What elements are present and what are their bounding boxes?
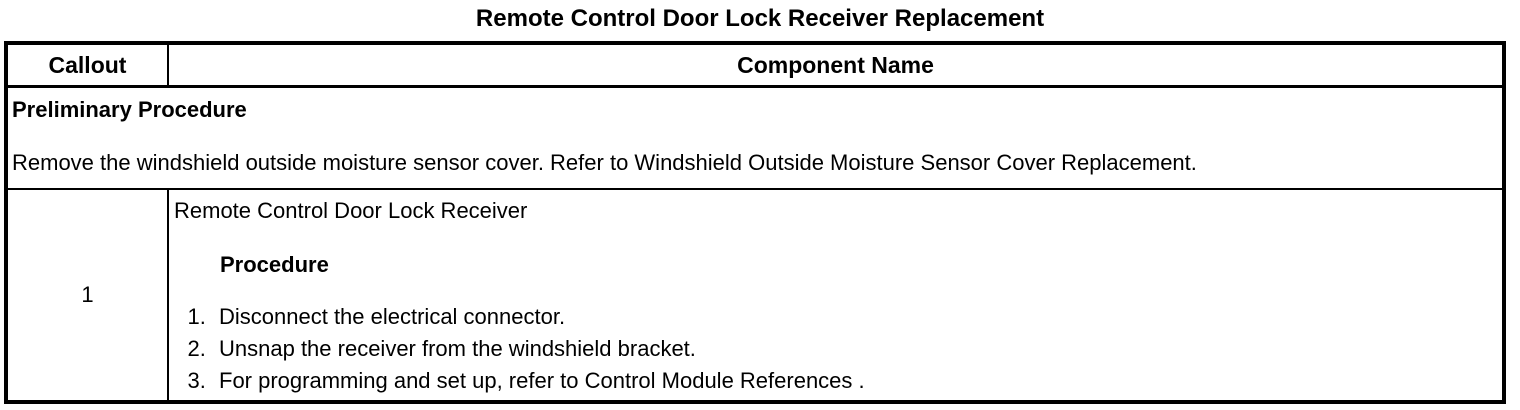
procedure-step: For programming and set up, refer to Con… bbox=[212, 368, 1494, 394]
component-cell: Remote Control Door Lock Receiver Proced… bbox=[169, 190, 1502, 400]
column-header-callout: Callout bbox=[8, 45, 169, 85]
preliminary-procedure-heading: Preliminary Procedure bbox=[12, 97, 247, 122]
component-table: Callout Component Name Preliminary Proce… bbox=[4, 41, 1506, 404]
preliminary-procedure-cell: Preliminary Procedure Remove the windshi… bbox=[8, 88, 1502, 188]
preliminary-procedure-row: Preliminary Procedure Remove the windshi… bbox=[8, 88, 1502, 190]
procedure-heading: Procedure bbox=[220, 252, 329, 277]
procedure-step: Disconnect the electrical connector. bbox=[212, 304, 1494, 330]
table-row: 1 Remote Control Door Lock Receiver Proc… bbox=[8, 190, 1502, 400]
component-name: Remote Control Door Lock Receiver bbox=[174, 198, 528, 223]
table-header-row: Callout Component Name bbox=[8, 45, 1502, 88]
procedure-step: Unsnap the receiver from the windshield … bbox=[212, 336, 1494, 362]
column-header-component-name: Component Name bbox=[737, 52, 934, 78]
callout-number: 1 bbox=[8, 190, 169, 400]
preliminary-procedure-text: Remove the windshield outside moisture s… bbox=[12, 150, 1197, 175]
procedure-steps-list: Disconnect the electrical connector. Uns… bbox=[174, 304, 1494, 394]
page-title: Remote Control Door Lock Receiver Replac… bbox=[475, 5, 1045, 32]
